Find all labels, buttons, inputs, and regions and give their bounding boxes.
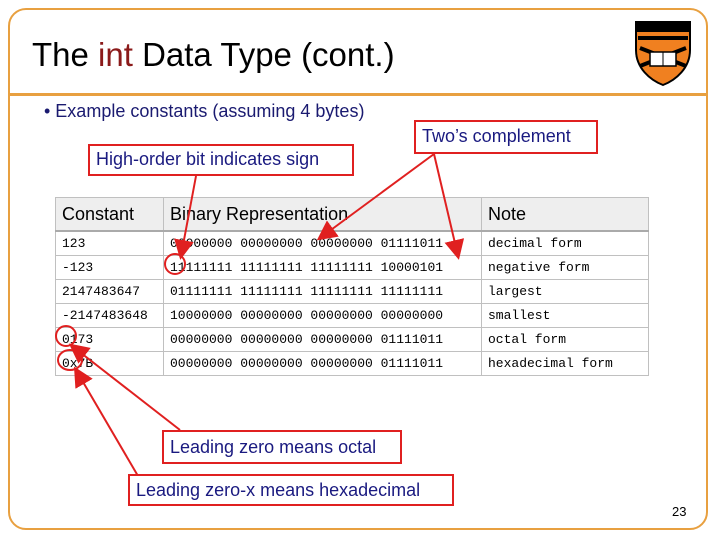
title-part-2: Data Type (cont.)	[132, 36, 395, 73]
cell-note: hexadecimal form	[481, 351, 649, 376]
cell-note: negative form	[481, 255, 649, 280]
cell-constant: -2147483648	[55, 303, 164, 328]
callout-twos-complement: Two’s complement	[414, 120, 598, 154]
callout-leading-zero-octal: Leading zero means octal	[162, 430, 402, 464]
cell-constant: 0173	[55, 327, 164, 352]
cell-note: smallest	[481, 303, 649, 328]
page-number: 23	[672, 504, 687, 519]
cell-note: decimal form	[481, 230, 649, 256]
cell-binary: 00000000 00000000 00000000 01111011	[163, 351, 482, 376]
table-header-row: Constant Binary Representation Note	[55, 197, 649, 232]
table-row: -2147483648 10000000 00000000 00000000 0…	[55, 303, 649, 328]
header-binary-representation: Binary Representation	[163, 197, 482, 232]
cell-constant: -123	[55, 255, 164, 280]
cell-binary: 10000000 00000000 00000000 00000000	[163, 303, 482, 328]
callout-high-order-bit: High-order bit indicates sign	[88, 144, 354, 176]
title-part-1: The	[32, 36, 99, 73]
table-row: 0x7B 00000000 00000000 00000000 01111011…	[55, 351, 649, 376]
title-band	[10, 10, 706, 96]
cell-constant: 0x7B	[55, 351, 164, 376]
bullet-example-constants: • Example constants (assuming 4 bytes)	[44, 101, 365, 121]
cell-binary: 00000000 00000000 00000000 01111011	[163, 327, 482, 352]
constants-table: Constant Binary Representation Note 123 …	[55, 197, 649, 376]
header-note: Note	[481, 197, 649, 232]
cell-binary: 11111111 11111111 11111111 10000101	[163, 255, 482, 280]
table-row: 123 00000000 00000000 00000000 01111011 …	[55, 230, 649, 256]
table-row: 0173 00000000 00000000 00000000 01111011…	[55, 327, 649, 352]
table-row: -123 11111111 11111111 11111111 10000101…	[55, 255, 649, 280]
cell-constant: 2147483647	[55, 279, 164, 304]
table-row: 2147483647 01111111 11111111 11111111 11…	[55, 279, 649, 304]
header-constant: Constant	[55, 197, 164, 232]
university-shield-logo	[635, 21, 691, 87]
callout-leading-zero-x-hex: Leading zero-x means hexadecimal	[128, 474, 454, 506]
cell-binary: 01111111 11111111 11111111 11111111	[163, 279, 482, 304]
cell-constant: 123	[55, 230, 164, 256]
slide-title: The int Data Type (cont.)	[32, 36, 395, 74]
cell-note: octal form	[481, 327, 649, 352]
cell-binary: 00000000 00000000 00000000 01111011	[163, 230, 482, 256]
title-keyword: int	[98, 36, 133, 73]
cell-note: largest	[481, 279, 649, 304]
